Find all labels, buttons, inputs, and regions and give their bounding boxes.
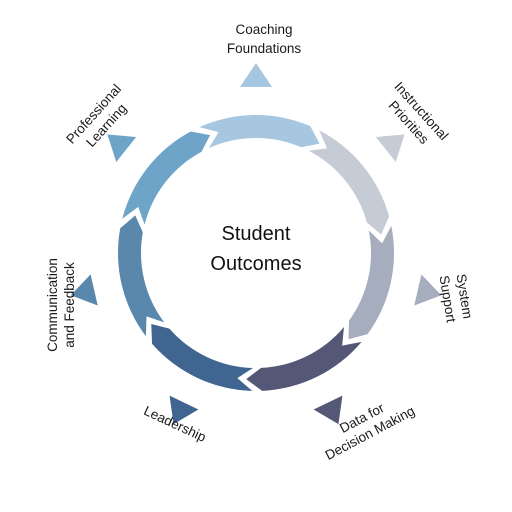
- center-title-line-2: Outcomes: [210, 253, 301, 275]
- stage-label-line-2: and Feedback: [62, 262, 77, 348]
- stage-label-line-1: System: [454, 273, 476, 320]
- stage-label-line-1: Coaching: [235, 22, 292, 37]
- stage-label-line-2: Foundations: [227, 41, 302, 56]
- ring-segment: [118, 215, 165, 337]
- stage-marker-triangle: [414, 274, 442, 306]
- stage-marker-triangle: [375, 134, 405, 163]
- center-title-line-1: Student: [222, 223, 291, 245]
- stage-marker-triangle: [169, 395, 199, 425]
- stage-marker-triangle: [313, 395, 343, 425]
- ring-segment: [199, 115, 320, 149]
- ring-segment: [151, 323, 253, 391]
- stage-label-line-1: Communication: [45, 258, 60, 352]
- stage-marker-triangle: [70, 274, 98, 306]
- ring-segment: [122, 131, 211, 225]
- ring-segment: [308, 130, 390, 235]
- stage-markers: [70, 63, 442, 425]
- stage-marker-triangle: [240, 63, 272, 87]
- stage-marker-triangle: [107, 134, 137, 163]
- ring-segment: [246, 327, 362, 391]
- stage-label-line-2: Support: [437, 274, 459, 323]
- ring-segment: [348, 225, 395, 340]
- ring-segments: [118, 115, 395, 391]
